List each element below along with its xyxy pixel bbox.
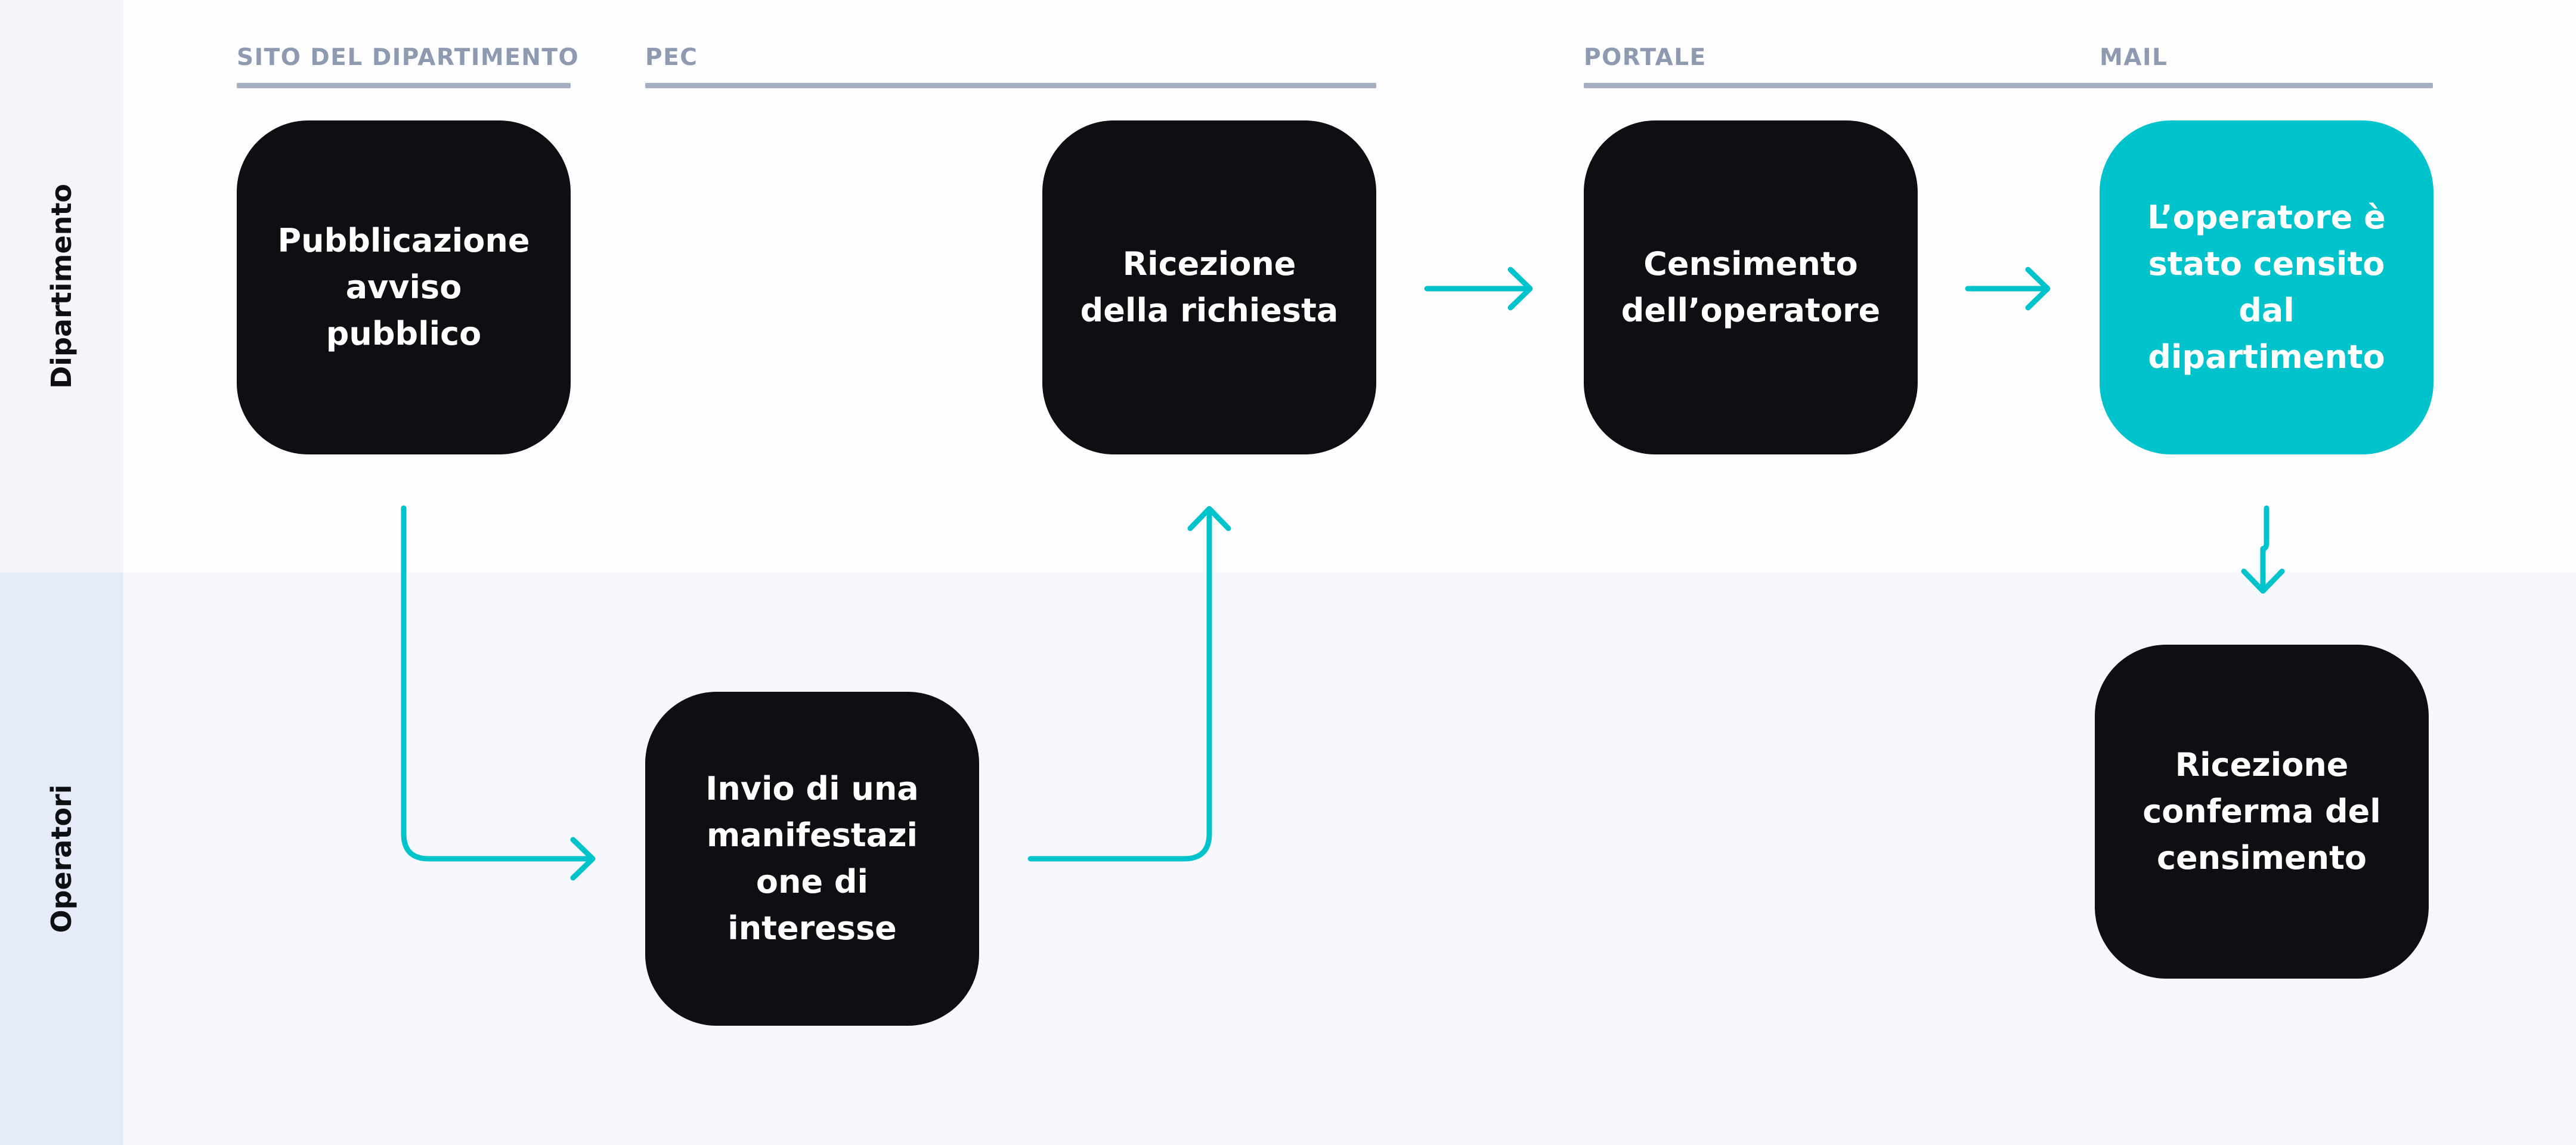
lane-label-column-operatori: Operatori: [0, 572, 123, 1145]
arrowhead-censito: [2025, 267, 2051, 311]
column-rule-sito: [237, 83, 571, 88]
node-censimento-text: Censimento dell’operatore: [1621, 245, 1881, 329]
arrow-pubblicazione-to-invio: [401, 505, 595, 862]
node-pubblicazione: Pubblicazione avviso pubblico: [237, 120, 571, 454]
arrowhead-invio: [570, 837, 596, 881]
node-ricezione-conferma: Ricezione conferma del censimento: [2095, 645, 2429, 979]
node-ricezione-richiesta-text: Ricezione della richiesta: [1080, 245, 1339, 329]
node-censimento: Censimento dell’operatore: [1584, 120, 1918, 454]
node-invio-manifestazione: Invio di una manifestazi one di interess…: [645, 692, 979, 1026]
column-label-mail: MAIL: [2100, 44, 2168, 71]
lane-label-column-dipartimento: Dipartimento: [0, 0, 123, 572]
arrowhead-censimento: [1507, 267, 1533, 311]
column-rule-pec: [645, 83, 1376, 88]
node-ricezione-conferma-text: Ricezione conferma del censimento: [2142, 746, 2381, 877]
column-label-sito: SITO DEL DIPARTIMENTO: [237, 44, 580, 71]
arrowhead-ricezione: [1187, 506, 1231, 531]
column-label-portale: PORTALE: [1584, 44, 1707, 71]
arrow-invio-to-ricezione: [1027, 507, 1212, 862]
node-pubblicazione-text: Pubblicazione avviso pubblico: [277, 222, 530, 352]
column-label-pec: PEC: [645, 44, 698, 71]
node-invio-manifestazione-text: Invio di una manifestazi one di interess…: [705, 770, 919, 947]
node-ricezione-richiesta: Ricezione della richiesta: [1042, 120, 1376, 454]
node-operatore-censito-text: L’operatore è stato censito dal dipartim…: [2147, 199, 2386, 376]
arrow-censito-to-conferma: [2260, 505, 2270, 593]
node-operatore-censito: L’operatore è stato censito dal dipartim…: [2100, 120, 2433, 454]
column-rule-portale-mail: [1584, 83, 2433, 88]
arrowhead-conferma: [2241, 568, 2285, 594]
